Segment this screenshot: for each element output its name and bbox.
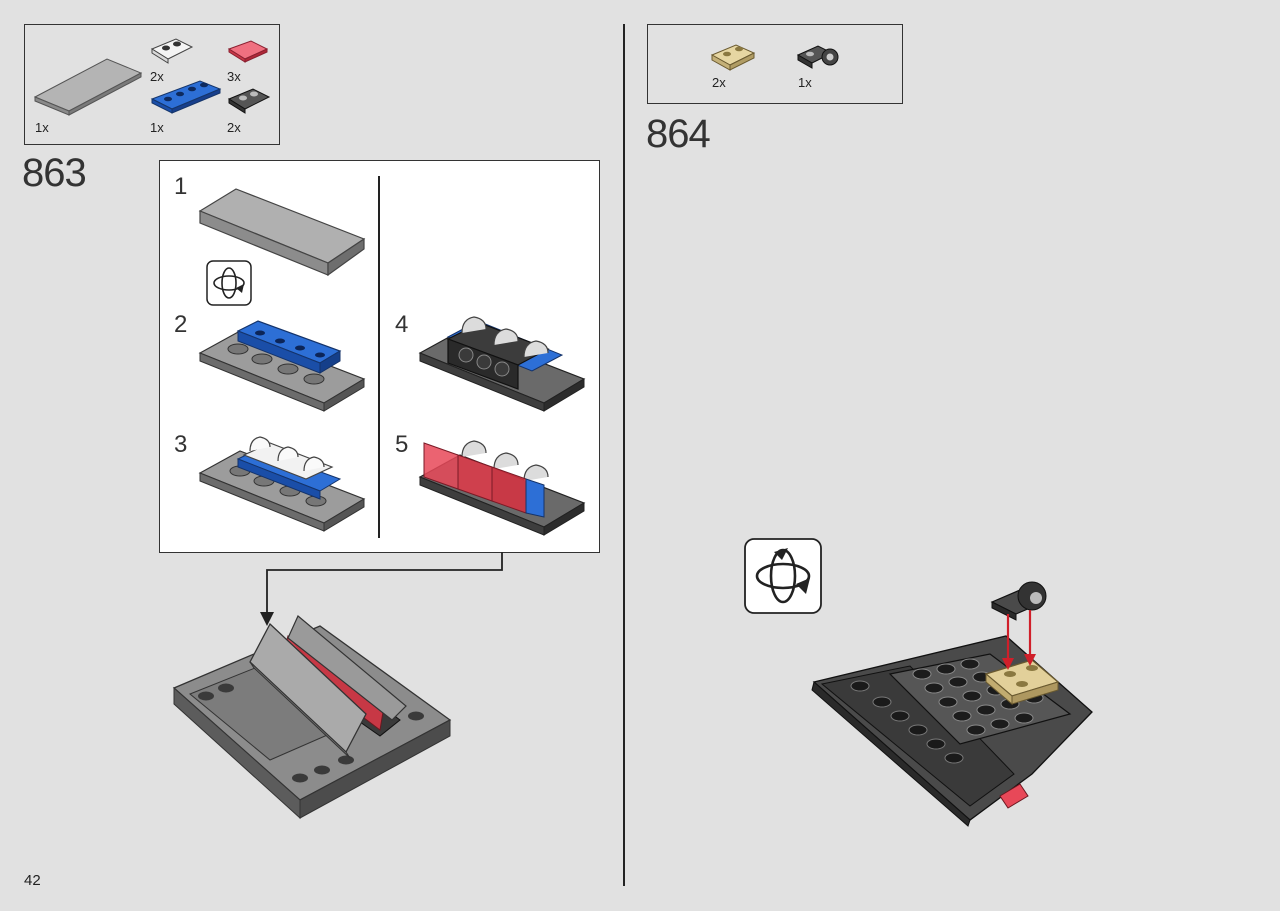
page-number: 42	[24, 872, 41, 889]
step-number: 863	[22, 151, 87, 195]
plate-clip-dark-part	[796, 45, 839, 69]
step-number: 864	[646, 112, 711, 156]
substep-number: 3	[174, 431, 188, 458]
part-qty: 1x	[798, 75, 812, 90]
part-qty: 2x	[712, 75, 726, 90]
substep-4-assembly	[418, 316, 586, 412]
substep-number: 1	[174, 173, 188, 200]
callout-divider	[378, 176, 380, 538]
parts-list-864: 2x 1x	[647, 24, 903, 104]
tile-trans-red-part	[227, 40, 269, 63]
plate-1x2-tan-part	[710, 44, 756, 71]
plate-1x4-blue-part	[150, 80, 222, 114]
substep-5-assembly	[418, 440, 586, 536]
substep-number: 2	[174, 311, 188, 338]
subassembly-callout: 1 2 3 4 5	[159, 160, 600, 553]
substep-number: 5	[395, 431, 409, 458]
part-qty: 2x	[150, 69, 164, 84]
rotate-model-icon	[744, 538, 822, 614]
part-qty: 3x	[227, 69, 241, 84]
placement-arrow-icon	[1002, 658, 1014, 670]
bracket-white-part	[150, 38, 194, 64]
model-864-illustration	[811, 581, 1093, 827]
substep-2-assembly	[198, 320, 366, 412]
part-qty: 1x	[35, 120, 49, 135]
bracket-dark-part	[227, 88, 271, 114]
tile-2x6-gray-part	[33, 58, 143, 116]
substep-number: 4	[395, 311, 409, 338]
model-863-illustration	[172, 615, 452, 820]
part-qty: 2x	[227, 120, 241, 135]
parts-list-863: 1x 2x 3x 1x 2x	[24, 24, 280, 145]
substep-3-assembly	[198, 436, 366, 532]
part-qty: 1x	[150, 120, 164, 135]
substep-1-tile	[198, 188, 366, 277]
callout-arrow-icon	[260, 552, 503, 626]
rotate-model-icon	[206, 260, 252, 306]
page-divider	[623, 24, 625, 886]
